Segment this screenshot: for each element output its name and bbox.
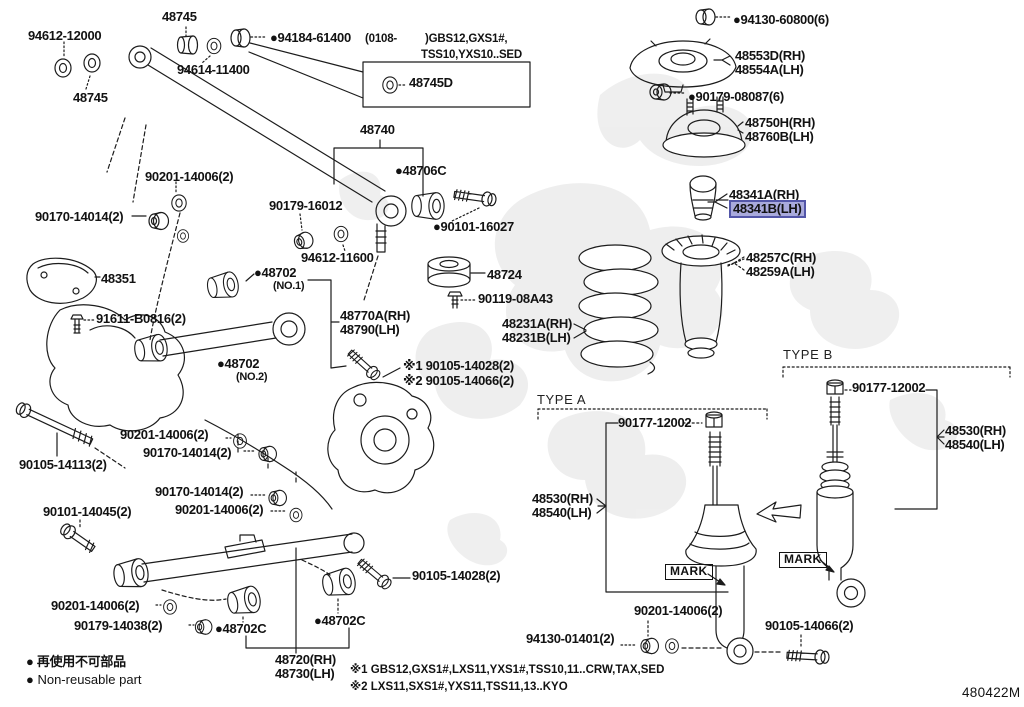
part-48553D: 48553D(RH) <box>735 48 805 63</box>
part-48231A: 48231A(RH) <box>502 316 572 331</box>
part-94130-01401: 94130-01401(2) <box>526 631 615 646</box>
applicability-tss: TSS10,YXS10..SED <box>421 49 522 61</box>
part-90101-14045: 90101-14045(2) <box>43 504 132 519</box>
part-48530-b: 48530(RH) <box>945 423 1006 438</box>
part-48760B: 48760B(LH) <box>745 129 814 144</box>
part-90170-14014-a: 90170-14014(2) <box>35 209 124 224</box>
part-48341B: 48341B(LH) <box>729 200 806 218</box>
part-90119-08A43: 90119-08A43 <box>478 291 553 306</box>
part-90201-14006-c: 90201-14006(2) <box>175 502 264 517</box>
bushing-48745-icon <box>176 35 199 55</box>
part-48231B: 48231B(LH) <box>502 330 571 345</box>
part-48702-no2-pos: (NO.2) <box>236 371 268 383</box>
part-48702C-right: ●48702C <box>314 613 366 628</box>
mark-flag-type-a: MARK <box>665 564 713 580</box>
part-48790: 48790(LH) <box>340 322 400 337</box>
part-48750H: 48750H(RH) <box>745 115 815 130</box>
part-90170-14014-c: 90170-14014(2) <box>155 484 244 499</box>
part-90177-12002-b: 90177-12002 <box>852 380 926 395</box>
part-48540-a: 48540(LH) <box>532 505 592 520</box>
mark-flag-type-b: MARK <box>779 552 827 568</box>
applicability-0108: (0108- <box>365 33 398 45</box>
part-48257C: 48257C(RH) <box>746 250 816 265</box>
part-48259A: 48259A(LH) <box>746 264 815 279</box>
part-90201-14006-e: 90201-14006(2) <box>634 603 723 618</box>
part-90105-14028-s: ※1 90105-14028(2) <box>403 358 514 373</box>
part-48720: 48720(RH) <box>275 652 336 667</box>
part-90101-16027: ●90101-16027 <box>433 219 514 234</box>
part-48702-no1-pos: (NO.1) <box>273 280 305 292</box>
part-90105-14028: 90105-14028(2) <box>412 568 501 583</box>
diagram-code: 480422M <box>962 685 1021 700</box>
part-48540-b: 48540(LH) <box>945 437 1005 452</box>
part-48740: 48740 <box>360 122 395 137</box>
part-48745-lower: 48745 <box>73 90 108 105</box>
part-91611-B0816: 91611-B0816(2) <box>96 311 186 326</box>
part-48745-upper: 48745 <box>162 9 197 24</box>
part-94612-11600: 94612-11600 <box>301 250 374 265</box>
part-90201-14006-d: 90201-14006(2) <box>51 598 140 613</box>
note-2: ※2 LXS11,SXS1#,YXS11,TSS11,13..KYO <box>350 681 568 693</box>
part-90105-14113: 90105-14113(2) <box>19 457 107 472</box>
part-48730: 48730(LH) <box>275 666 335 681</box>
part-94184-61400: ●94184-61400 <box>270 30 351 45</box>
part-90179-08087: ●90179-08087(6) <box>688 89 784 104</box>
part-48351: 48351 <box>101 271 136 286</box>
part-94130-60800: ●94130-60800(6) <box>733 12 829 27</box>
part-90201-14006-a: 90201-14006(2) <box>145 169 234 184</box>
part-94614-11400: 94614-11400 <box>177 62 250 77</box>
part-94612-12000: 94612-12000 <box>28 28 102 43</box>
part-48530-a: 48530(RH) <box>532 491 593 506</box>
part-48745D: 48745D <box>409 75 453 90</box>
part-90105-14066-s: ※2 90105-14066(2) <box>403 373 514 388</box>
type-b-heading: TYPE B <box>783 347 833 362</box>
part-90177-12002-a: 90177-12002 <box>618 415 692 430</box>
part-48724: 48724 <box>487 267 522 282</box>
note-1: ※1 GBS12,GXS1#,LXS11,YXS1#,TSS10,11..CRW… <box>350 664 665 676</box>
part-48702C-left: ●48702C <box>215 621 267 636</box>
part-48554A: 48554A(LH) <box>735 62 804 77</box>
part-48341A: 48341A(RH) <box>729 187 799 202</box>
legend-en: ● Non-reusable part <box>26 672 142 687</box>
part-90201-14006-b: 90201-14006(2) <box>120 427 209 442</box>
part-48702-no2: ●48702 <box>217 356 260 371</box>
watermark <box>339 73 958 566</box>
part-90105-14066: 90105-14066(2) <box>765 618 854 633</box>
part-48702-no1: ●48702 <box>254 265 297 280</box>
part-48706C: ●48706C <box>395 163 447 178</box>
part-90179-16012: 90179-16012 <box>269 198 343 213</box>
part-90179-14038: 90179-14038(2) <box>74 618 163 633</box>
applicability-gbs: )GBS12,GXS1#, <box>425 33 508 45</box>
part-48770A: 48770A(RH) <box>340 308 410 323</box>
legend-jp: ● 再使用不可部品 <box>26 654 126 669</box>
callout-box-48745D <box>362 61 531 108</box>
part-90170-14014-b: 90170-14014(2) <box>143 445 232 460</box>
type-a-heading: TYPE A <box>537 392 587 407</box>
